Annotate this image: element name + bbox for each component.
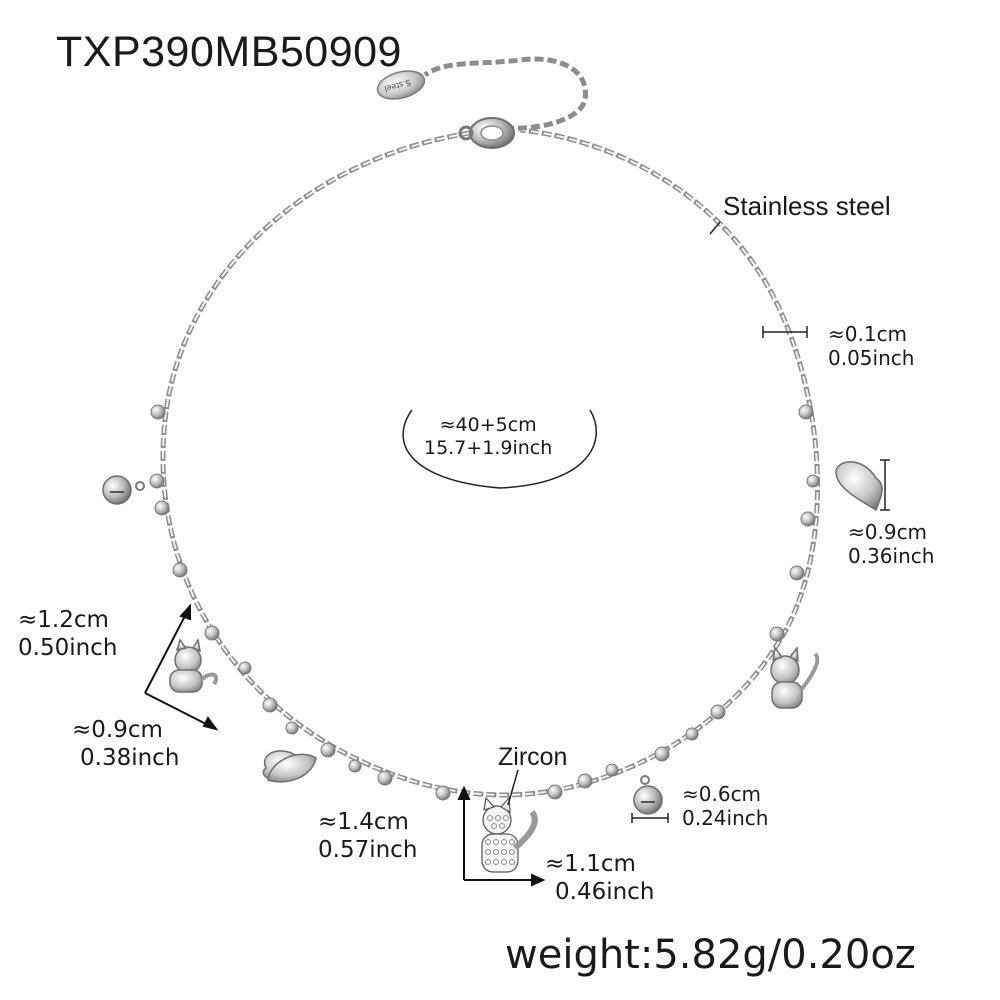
cat-height-arrow	[144, 611, 188, 694]
heart-height-cm: ≈0.9cm	[848, 520, 928, 544]
bell-width-cm: ≈0.6cm	[682, 782, 762, 806]
length-cm: ≈40+5cm	[439, 414, 537, 436]
zircon-height-inch: 0.57inch	[318, 837, 418, 863]
extension-chain	[423, 56, 589, 131]
cat-width-dimension: ≈0.9cm 0.38inch	[72, 716, 179, 772]
cat-width-arrow	[144, 692, 211, 727]
bell-charm-right	[633, 775, 663, 815]
cat-charm-right	[770, 646, 820, 709]
zircon-leader-line	[507, 769, 519, 806]
chain-width-dimension: ≈0.1cm 0.05inch	[828, 322, 914, 370]
heart-height-inch: 0.36inch	[848, 544, 935, 568]
zircon-width-cm: ≈1.1cm	[545, 851, 636, 877]
chain-width-inch: 0.05inch	[828, 346, 915, 370]
cat-height-inch: 0.50inch	[18, 635, 118, 661]
length-arc	[402, 409, 598, 489]
length-dimension: ≈40+5cm 15.7+1.9inch	[424, 414, 552, 460]
chain-beads	[149, 404, 820, 801]
bell-charm-left	[102, 475, 145, 505]
bell-width-dimension: ≈0.6cm 0.24inch	[682, 782, 768, 830]
cat-height-dimension: ≈1.2cm 0.50inch	[18, 606, 117, 662]
material-leader-line	[709, 221, 721, 235]
bell-width-marker	[631, 813, 669, 823]
heart-charm-left	[262, 750, 317, 783]
zircon-height-cm: ≈1.4cm	[318, 809, 409, 835]
heart-height-marker	[880, 459, 890, 511]
weight-label: weight:5.82g/0.20oz	[505, 932, 916, 978]
chain-width-marker	[762, 326, 808, 338]
zircon-height-dimension: ≈1.4cm 0.57inch	[318, 808, 417, 864]
cat-charm-left	[169, 637, 219, 693]
cat-width-inch: 0.38inch	[80, 745, 180, 771]
zircon-label: Zircon	[498, 743, 568, 771]
cat-width-cm: ≈0.9cm	[72, 717, 163, 743]
material-label: Stainless steel	[723, 191, 891, 221]
zircon-width-inch: 0.46inch	[555, 879, 655, 905]
chain-width-cm: ≈0.1cm	[828, 322, 908, 346]
bell-width-inch: 0.24inch	[682, 806, 769, 830]
length-inch: 15.7+1.9inch	[424, 437, 553, 459]
heart-charm-right	[835, 461, 883, 512]
product-code: TXP390MB50909	[56, 28, 402, 76]
brand-tag: S.steel	[376, 70, 426, 100]
necklace-chain	[160, 127, 820, 798]
zircon-cat-charm	[481, 796, 538, 873]
lobster-clasp	[458, 117, 515, 149]
heart-height-dimension: ≈0.9cm 0.36inch	[848, 520, 934, 568]
zircon-width-dimension: ≈1.1cm 0.46inch	[545, 850, 654, 906]
cat-height-cm: ≈1.2cm	[18, 607, 109, 633]
